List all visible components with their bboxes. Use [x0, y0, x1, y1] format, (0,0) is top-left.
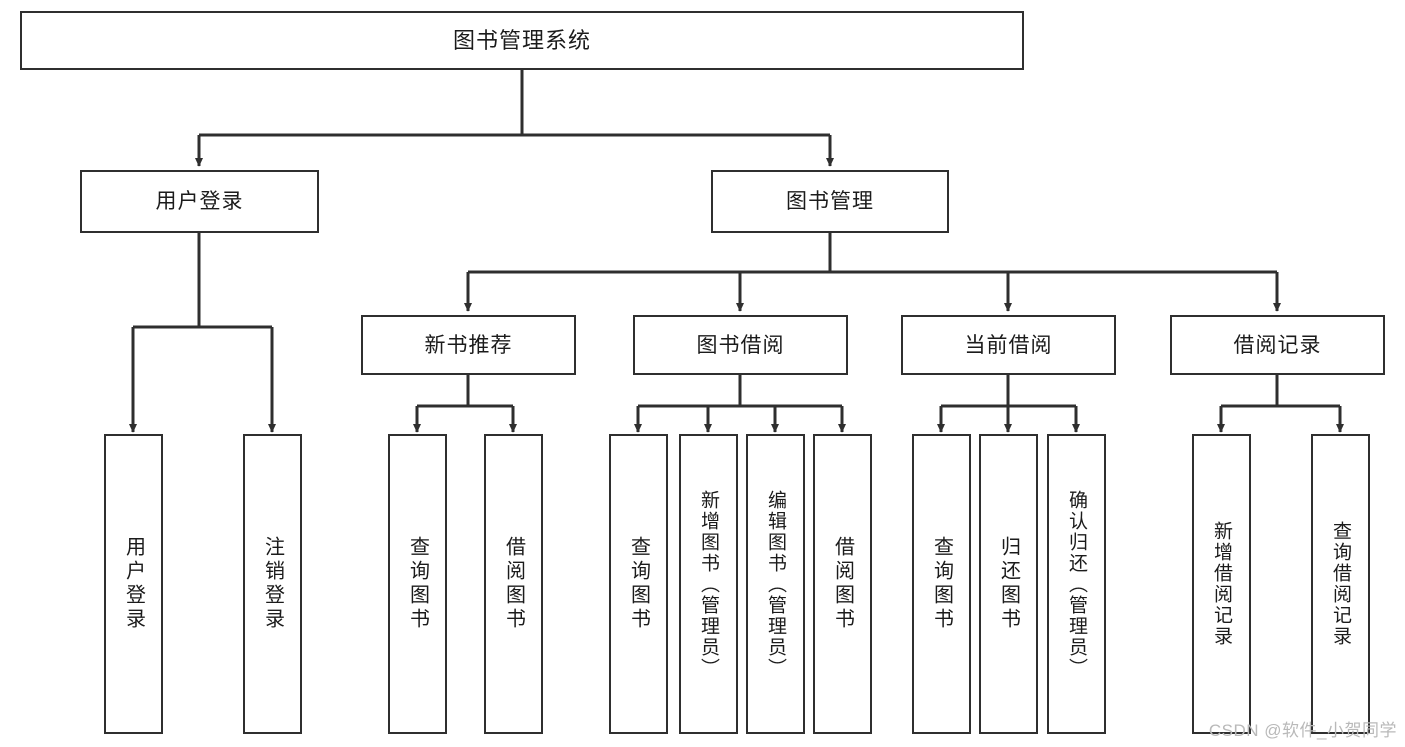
node-leaf-add-borrow-record[interactable]: 新增借阅记录 [1192, 434, 1251, 734]
node-leaf-query-book-current[interactable]: 查询图书 [912, 434, 971, 734]
node-leaf-return-book[interactable]: 归还图书 [979, 434, 1038, 734]
node-leaf-borrow-book-borrow[interactable]: 借阅图书 [813, 434, 872, 734]
node-book-management[interactable]: 图书管理 [711, 170, 949, 233]
node-leaf-query-book-borrow[interactable]: 查询图书 [609, 434, 668, 734]
node-leaf-query-borrow-record[interactable]: 查询借阅记录 [1311, 434, 1370, 734]
csdn-watermark: CSDN @软件_小贺同学 [1208, 721, 1397, 740]
node-leaf-logout-login[interactable]: 注销登录 [243, 434, 302, 734]
node-user-login[interactable]: 用户登录 [80, 170, 319, 233]
node-borrow-record[interactable]: 借阅记录 [1170, 315, 1385, 375]
node-new-book-recommend[interactable]: 新书推荐 [361, 315, 576, 375]
node-leaf-edit-book-admin[interactable]: 编辑图书（管理员） [746, 434, 805, 734]
node-book-borrow[interactable]: 图书借阅 [633, 315, 848, 375]
node-leaf-add-book-admin[interactable]: 新增图书（管理员） [679, 434, 738, 734]
node-leaf-query-book-recommend[interactable]: 查询图书 [388, 434, 447, 734]
node-book-management-system[interactable]: 图书管理系统 [20, 11, 1024, 70]
node-leaf-user-login[interactable]: 用户登录 [104, 434, 163, 734]
node-current-borrow[interactable]: 当前借阅 [901, 315, 1116, 375]
node-leaf-borrow-book-recommend[interactable]: 借阅图书 [484, 434, 543, 734]
node-leaf-confirm-return-admin[interactable]: 确认归还（管理员） [1047, 434, 1106, 734]
